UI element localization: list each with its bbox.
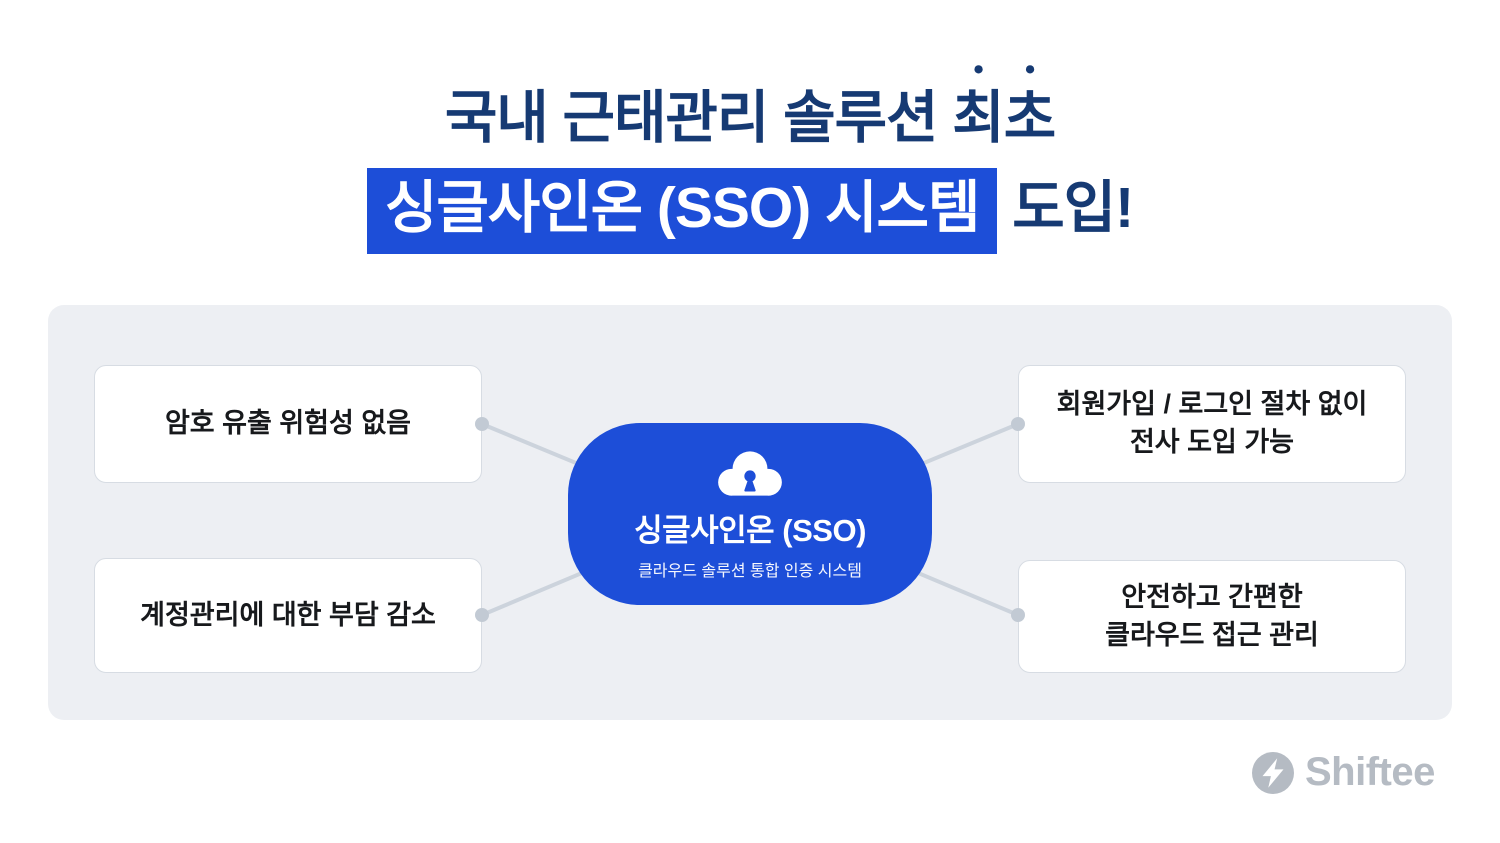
benefit-box-account-burden: 계정관리에 대한 부담 감소 (94, 558, 482, 673)
benefit-text: 암호 유출 위험성 없음 (164, 408, 412, 439)
title-line1-text: 국내 근태관리 솔루션 (444, 86, 953, 150)
center-node-title: 싱글사인온 (SSO) (634, 513, 866, 548)
diagram-panel: 암호 유출 위험성 없음 계정관리에 대한 부담 감소 회원가입 / 로그인 절… (48, 305, 1452, 720)
title-line-1: 국내 근태관리 솔루션 최초 (0, 54, 1500, 152)
title-suffix: 도입! (997, 175, 1134, 240)
benefit-box-cloud-access: 안전하고 간편한 클라우드 접근 관리 (1018, 560, 1406, 673)
title-line-2: 싱글사인온 (SSO) 시스템 도입! (0, 167, 1500, 255)
benefit-text: 안전하고 간편한 클라우드 접근 관리 (1105, 581, 1319, 650)
lightning-icon (1252, 751, 1294, 794)
title-emphasis: 최초 (952, 86, 1056, 150)
cloud-lock-icon (718, 451, 782, 496)
benefit-text: 계정관리에 대한 부담 감소 (140, 599, 436, 630)
benefit-box-no-password-leak: 암호 유출 위험성 없음 (94, 365, 482, 483)
benefit-box-no-signup: 회원가입 / 로그인 절차 없이 전사 도입 가능 (1018, 365, 1406, 483)
brand-name: Shiftee (1305, 750, 1435, 794)
brand-logo: Shiftee (1252, 750, 1435, 795)
benefit-text: 회원가입 / 로그인 절차 없이 전사 도입 가능 (1056, 389, 1368, 457)
title-block: 국내 근태관리 솔루션 최초 싱글사인온 (SSO) 시스템 도입! (0, 54, 1500, 255)
sso-center-node: 싱글사인온 (SSO) 클라우드 솔루션 통합 인증 시스템 (568, 423, 932, 605)
center-node-subtitle: 클라우드 솔루션 통합 인증 시스템 (638, 563, 862, 580)
title-highlight: 싱글사인온 (SSO) 시스템 (366, 167, 998, 255)
